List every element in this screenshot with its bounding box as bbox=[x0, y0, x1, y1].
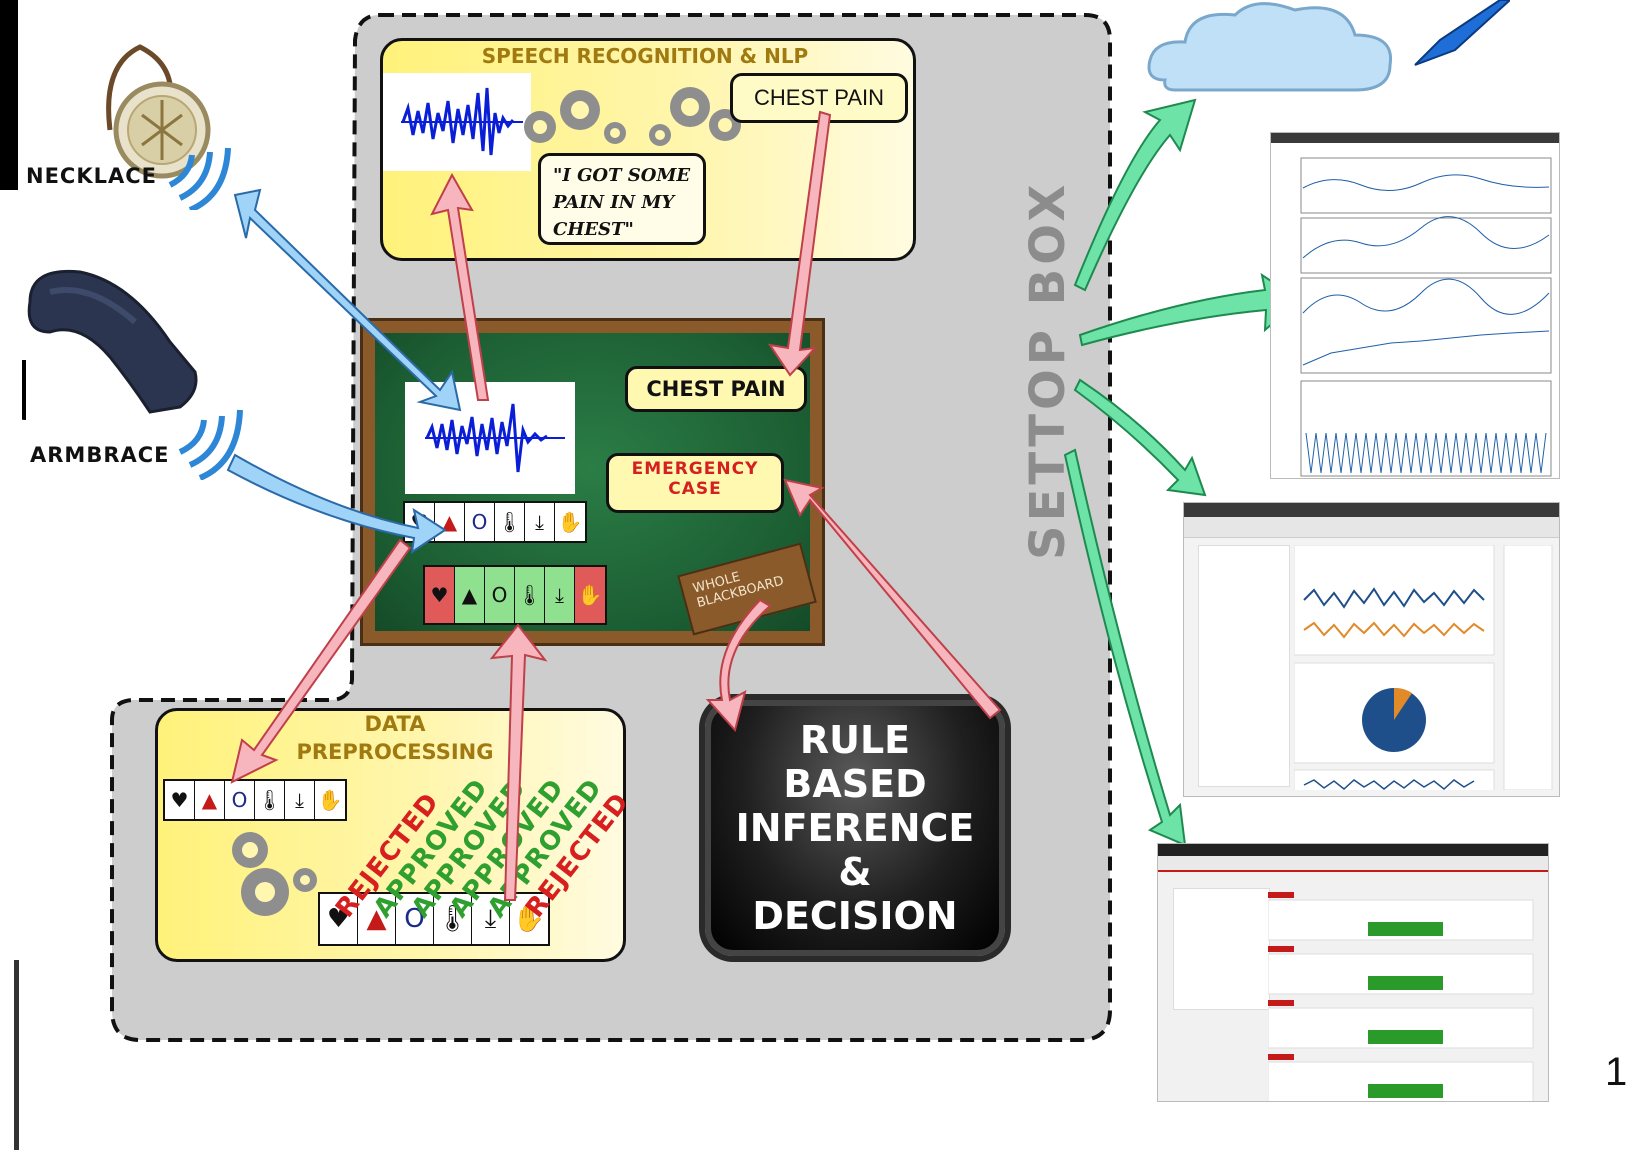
fall-posture-icon: ⤓ bbox=[525, 503, 555, 541]
blackboard-status-strip: ♥ ▲ O 🌡 ⤓ ✋ bbox=[423, 565, 607, 625]
dashboard-sidebar bbox=[1198, 545, 1290, 787]
blackboard-waveform-plot bbox=[405, 382, 575, 494]
blood-pressure-icon: ▲ bbox=[358, 894, 396, 944]
armbrace-signal-icon bbox=[178, 409, 243, 480]
heart-rate-icon: ♥ bbox=[405, 503, 435, 541]
left-edge-curve bbox=[0, 360, 26, 420]
speech-quote-line-3: CHEST" bbox=[553, 219, 634, 240]
processed-sensor-strip: ♥ ▲ O 🌡 ⤓ ✋ bbox=[318, 892, 550, 946]
list-sidebar bbox=[1173, 888, 1270, 1010]
rule-line-1: RULE bbox=[799, 718, 911, 762]
necklace-signal-icon bbox=[168, 147, 231, 210]
blood-pressure-icon: ▲ bbox=[195, 781, 225, 819]
heart-rate-status-icon: ♥ bbox=[425, 567, 455, 623]
thermometer-status-icon: 🌡 bbox=[515, 567, 545, 623]
raw-sensor-strip: ♥ ▲ O 🌡 ⤓ ✋ bbox=[163, 779, 347, 821]
pen-icon bbox=[1414, 0, 1510, 66]
settop-box-label: SETTOP BOX bbox=[1020, 180, 1076, 560]
emergency-line-1: EMERGENCY bbox=[631, 459, 759, 479]
gear-icon bbox=[524, 87, 741, 146]
sensor-plot-screenshot bbox=[1270, 132, 1560, 479]
dashboard-titlebar bbox=[1184, 503, 1559, 517]
speech-panel-title: SPEECH RECOGNITION & NLP bbox=[481, 44, 809, 68]
rule-line-2: BASED bbox=[783, 762, 927, 806]
fall-posture-status-icon: ⤓ bbox=[545, 567, 575, 623]
heart-rate-icon: ♥ bbox=[320, 894, 358, 944]
cloud-icon bbox=[1147, 2, 1393, 92]
emergency-note: EMERGENCY CASE bbox=[606, 453, 784, 513]
alerts-list-screenshot bbox=[1157, 843, 1549, 1102]
plot-thumbnails bbox=[1300, 157, 1552, 477]
rule-line-5: DECISION bbox=[752, 894, 958, 938]
alarm-hand-status-icon: ✋ bbox=[575, 567, 605, 623]
heart-rate-icon: ♥ bbox=[165, 781, 195, 819]
list-toolbar bbox=[1158, 856, 1548, 872]
chest-pain-note: CHEST PAIN bbox=[625, 366, 807, 412]
speech-quote-line-1: "I GOT SOME bbox=[553, 165, 691, 186]
necklace-device bbox=[72, 35, 212, 180]
preprocessing-title-line-1: DATA bbox=[364, 712, 426, 736]
alarm-hand-icon: ✋ bbox=[557, 510, 583, 534]
necklace-label: NECKLACE bbox=[26, 164, 157, 188]
chest-pain-note-text: CHEST PAIN bbox=[646, 377, 786, 401]
alarm-hand-icon: ✋ bbox=[512, 904, 546, 934]
alarm-hand-icon: ✋ bbox=[317, 788, 343, 812]
speech-waveform-plot bbox=[383, 73, 531, 171]
left-edge-shape bbox=[0, 0, 18, 190]
speech-keyword-text: CHEST PAIN bbox=[754, 85, 884, 110]
necklace-pendant-icon bbox=[106, 44, 211, 179]
armbrace-device-icon bbox=[27, 269, 198, 414]
plot-window-titlebar bbox=[1271, 133, 1559, 143]
fall-posture-icon: ⤓ bbox=[472, 894, 510, 944]
blood-oxygen-icon: O bbox=[225, 781, 255, 819]
dashboard-charts bbox=[1294, 545, 1553, 790]
rule-line-4: & bbox=[838, 850, 872, 894]
blood-pressure-icon: ▲ bbox=[435, 503, 465, 541]
slide-number: 1 bbox=[1605, 1050, 1628, 1094]
blood-pressure-status-icon: ▲ bbox=[455, 567, 485, 623]
thermometer-icon: 🌡 bbox=[255, 781, 285, 819]
blood-oxygen-status-icon: O bbox=[485, 567, 515, 623]
preprocessing-title-line-2: PREPROCESSING bbox=[296, 740, 494, 764]
dashboard-tabbar bbox=[1184, 517, 1559, 538]
left-edge-curve-bottom bbox=[0, 960, 19, 1150]
preprocessing-gear-icon bbox=[232, 832, 317, 916]
rule-line-3: INFERENCE bbox=[735, 806, 975, 850]
speech-keyword-bubble: CHEST PAIN bbox=[730, 73, 908, 123]
armbrace-label: ARMBRACE bbox=[30, 443, 170, 467]
thermometer-icon: 🌡 bbox=[434, 894, 472, 944]
emergency-line-2: CASE bbox=[668, 479, 722, 499]
thermometer-icon: 🌡 bbox=[495, 503, 525, 541]
blackboard-sensor-strip: ♥ ▲ O 🌡 ⤓ ✋ bbox=[403, 501, 587, 543]
blood-oxygen-icon: O bbox=[396, 894, 434, 944]
speech-quote-line-2: PAIN IN MY bbox=[553, 192, 675, 213]
speech-quote-bubble: "I GOT SOME PAIN IN MY CHEST" bbox=[538, 153, 706, 245]
fall-posture-icon: ⤓ bbox=[285, 781, 315, 819]
rule-inference-box: RULE BASED INFERENCE & DECISION bbox=[705, 700, 1005, 956]
list-titlebar bbox=[1158, 844, 1548, 856]
blood-oxygen-icon: O bbox=[465, 503, 495, 541]
dashboard-screenshot bbox=[1183, 502, 1560, 797]
list-rows bbox=[1268, 892, 1534, 1101]
